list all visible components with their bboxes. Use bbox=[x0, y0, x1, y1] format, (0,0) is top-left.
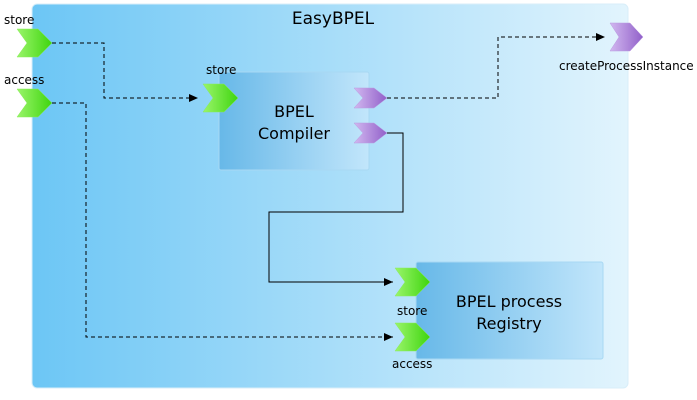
registry-store-label: store bbox=[397, 304, 427, 318]
compiler-title-line1: BPEL bbox=[274, 102, 314, 121]
registry-access-label: access bbox=[392, 357, 432, 371]
registry-store-port-icon bbox=[394, 267, 431, 297]
connector-compiler-to-output bbox=[387, 33, 605, 99]
connector-access-to-registry bbox=[52, 102, 393, 341]
bpel-compiler-component bbox=[218, 71, 370, 171]
create-process-instance-label: createProcessInstance bbox=[559, 59, 694, 73]
compiler-output-port-2-icon bbox=[353, 122, 388, 144]
left-store-port-icon bbox=[16, 28, 53, 58]
compiler-store-label: store bbox=[206, 63, 236, 77]
left-store-label: store bbox=[4, 13, 34, 27]
compiler-title-line2: Compiler bbox=[258, 124, 330, 143]
registry-access-port-icon bbox=[394, 322, 431, 352]
compiler-output-port-1-icon bbox=[353, 87, 388, 109]
compiler-store-port-icon bbox=[202, 83, 239, 113]
bpel-registry-component bbox=[415, 261, 604, 360]
connector-compiler-to-registry bbox=[268, 132, 404, 286]
left-access-port-icon bbox=[16, 88, 53, 118]
connector-store-to-compiler bbox=[52, 42, 198, 102]
create-process-instance-port-icon bbox=[609, 22, 644, 52]
container-title: EasyBPEL bbox=[292, 9, 375, 29]
registry-title-line1: BPEL process bbox=[456, 292, 562, 311]
left-access-label: access bbox=[4, 73, 44, 87]
registry-title-line2: Registry bbox=[476, 314, 542, 333]
